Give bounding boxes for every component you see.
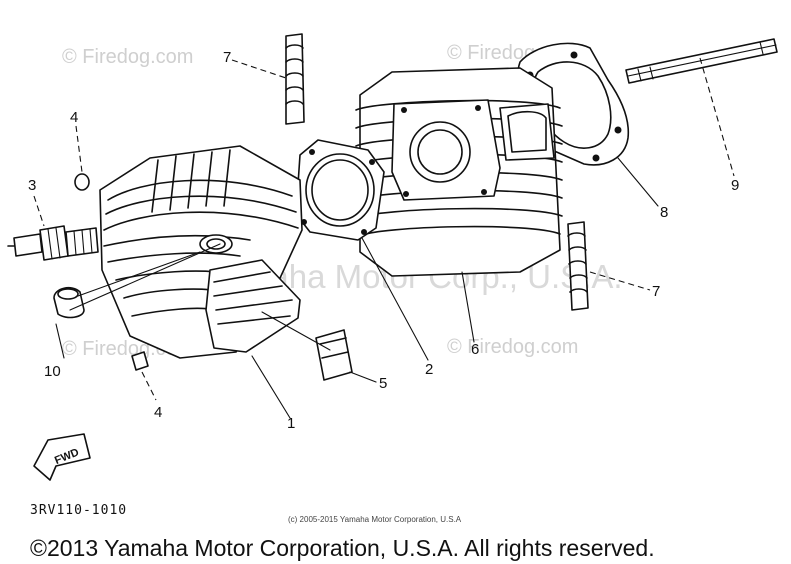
callout-8: 8 bbox=[660, 204, 669, 221]
callout-6: 6 bbox=[471, 341, 480, 358]
watermark-bottom-right: © Firedog.com bbox=[447, 336, 579, 358]
callout-1: 1 bbox=[287, 415, 296, 432]
forward-direction-arrow: FWD bbox=[33, 433, 91, 481]
nut-part-10 bbox=[53, 286, 85, 319]
leader-lines bbox=[33, 57, 735, 419]
callout-7-top: 7 bbox=[223, 49, 232, 66]
callout-3: 3 bbox=[28, 177, 37, 194]
callout-9: 9 bbox=[731, 177, 740, 194]
callout-10: 10 bbox=[44, 363, 61, 380]
cylinder-part-6 bbox=[355, 67, 563, 277]
stud-bolt-part-9 bbox=[625, 38, 778, 84]
damper-part-7-right bbox=[567, 221, 589, 311]
damper-part-7-top bbox=[285, 33, 305, 125]
head-gasket-part-2 bbox=[295, 139, 385, 241]
callout-4-bottom: 4 bbox=[154, 404, 163, 421]
callout-5: 5 bbox=[379, 375, 388, 392]
callout-2: 2 bbox=[425, 361, 434, 378]
pin-part-4-bottom bbox=[131, 351, 149, 371]
small-copyright-notice: (c) 2005-2015 Yamaha Motor Corporation, … bbox=[288, 515, 462, 524]
copyright-notice: ©2013 Yamaha Motor Corporation, U.S.A. A… bbox=[30, 535, 655, 561]
damper-part-5 bbox=[315, 329, 353, 381]
watermark-top-left: © Firedog.com bbox=[62, 46, 194, 68]
diagram-part-code: 3RV110-1010 bbox=[30, 503, 128, 518]
pin-part-4-top bbox=[74, 173, 90, 191]
callout-4-top: 4 bbox=[70, 109, 79, 126]
spark-plug-part-3 bbox=[7, 225, 99, 261]
callout-7-right: 7 bbox=[652, 283, 661, 300]
